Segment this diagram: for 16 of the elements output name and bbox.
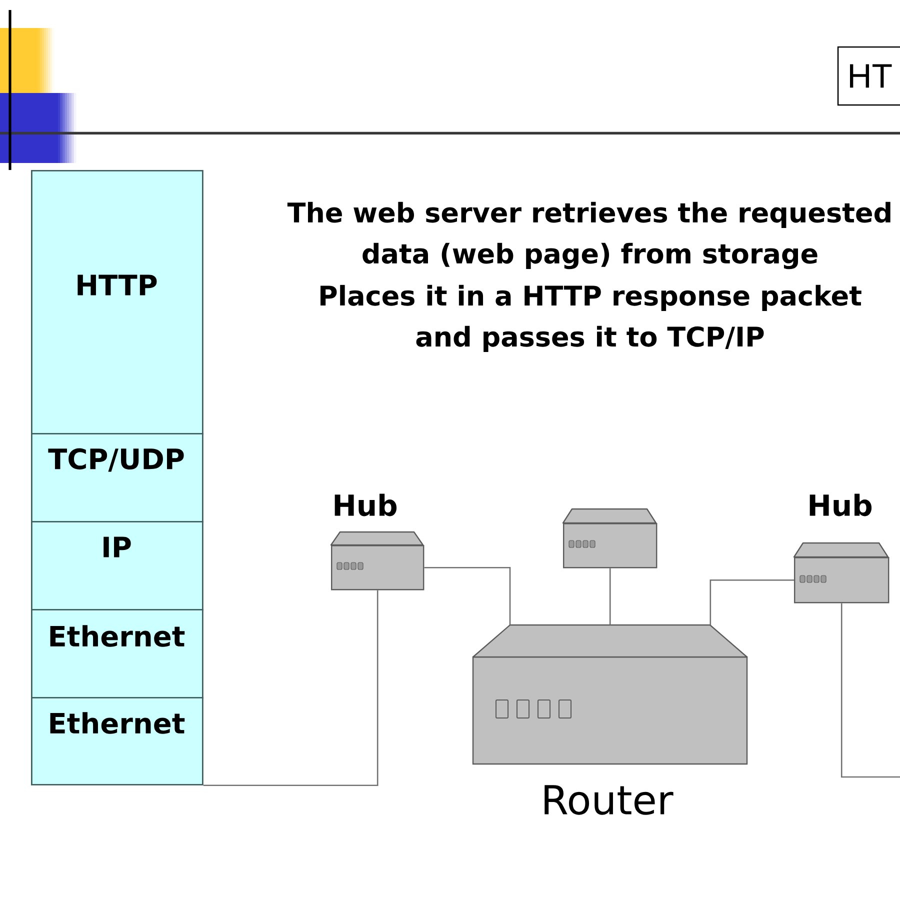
- layer-cell: IP: [31, 521, 204, 610]
- cable-line: [609, 568, 611, 625]
- layer-cell: Ethernet: [31, 609, 204, 698]
- device-label: Hub: [810, 494, 872, 516]
- device-label: Hub: [334, 494, 397, 516]
- network-device: [562, 508, 658, 568]
- layer-cell: Ethernet: [31, 697, 204, 786]
- description-text: The web server retrieves the requested data (web page) from storage: [287, 202, 890, 270]
- text-box: HT: [837, 46, 900, 106]
- description-text: Places it in a HTTP response packet and passes it to TCP/IP: [320, 284, 862, 352]
- cable-line: [710, 579, 794, 625]
- layer-cell: TCP/UDP: [31, 433, 204, 522]
- device-label: Router: [544, 785, 674, 815]
- cable-line: [424, 566, 511, 625]
- cable-line: [840, 603, 900, 778]
- cable-line: [203, 590, 378, 786]
